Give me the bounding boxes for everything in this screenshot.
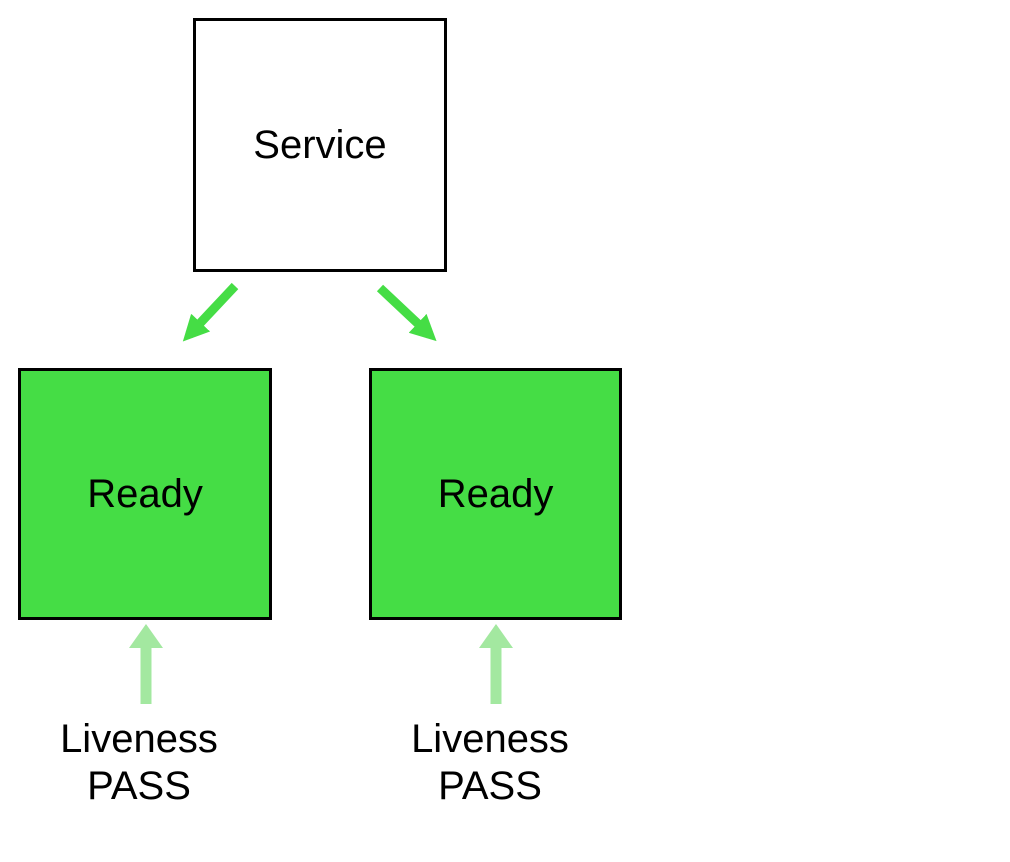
routing-arrow-right — [376, 284, 437, 342]
pod-node-left-label: Ready — [87, 472, 203, 516]
pod-node-left: Ready — [18, 368, 272, 620]
routing-arrow-left — [182, 282, 239, 342]
liveness-label-left: Liveness PASS — [19, 716, 259, 810]
liveness-label-left-line1: Liveness — [60, 717, 218, 761]
liveness-label-left-line2: PASS — [87, 764, 191, 808]
liveness-label-right-line2: PASS — [438, 764, 542, 808]
service-node-label: Service — [253, 123, 387, 167]
pod-node-right: Ready — [369, 368, 622, 620]
service-node: Service — [193, 18, 447, 272]
pod-node-right-label: Ready — [437, 472, 554, 516]
liveness-label-right-line1: Liveness — [411, 717, 569, 761]
liveness-label-right: Liveness PASS — [370, 716, 610, 810]
